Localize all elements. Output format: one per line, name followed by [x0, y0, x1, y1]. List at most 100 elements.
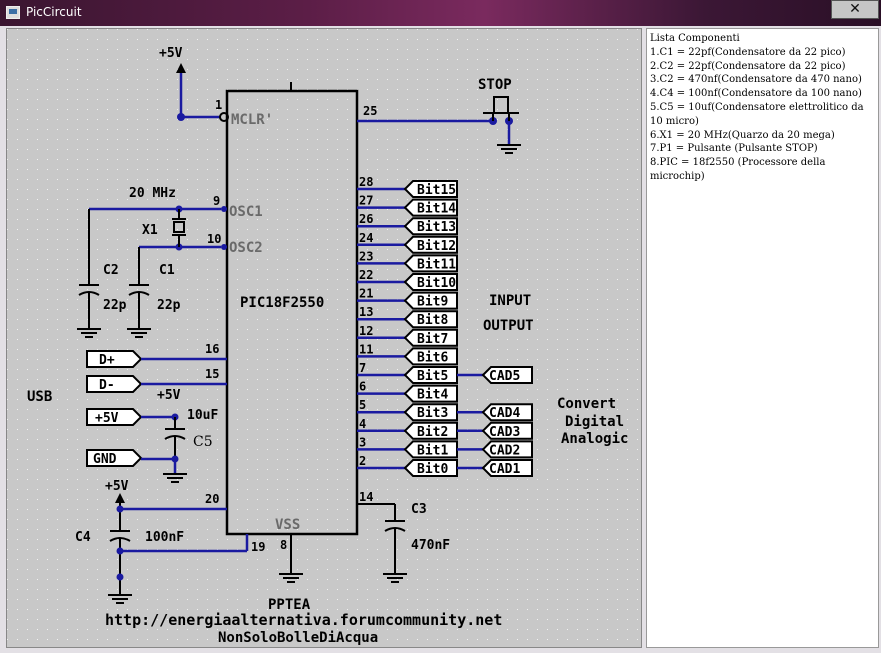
cap-name: C5 — [193, 434, 213, 450]
pin-number: 9 — [213, 194, 220, 208]
pin-number: 23 — [359, 249, 373, 263]
net-flag — [403, 235, 458, 254]
cad-label: CAD1 — [489, 462, 520, 477]
pin-number: 3 — [359, 435, 366, 449]
net-label: Bit3 — [417, 406, 448, 421]
cad-label: CAD4 — [489, 406, 520, 421]
pin-number: 25 — [363, 104, 377, 118]
net-label: Bit6 — [417, 350, 448, 365]
pin-label-mclr: MCLR' — [231, 112, 273, 128]
dac-label: Convert — [557, 396, 616, 412]
pin-number: 26 — [359, 212, 373, 226]
usb-pin: D+ — [99, 353, 115, 368]
net-label: Bit9 — [417, 295, 448, 310]
net-label: Bit4 — [417, 388, 448, 403]
pin-number: 21 — [359, 287, 373, 301]
pin-number: 10 — [207, 232, 221, 246]
cap-name: C4 — [75, 530, 91, 545]
net-flag — [403, 217, 458, 236]
pin-label-osc2: OSC2 — [229, 240, 263, 256]
cap-value: 10uF — [187, 408, 218, 423]
cad-flag — [481, 459, 533, 477]
pin-number: 2 — [359, 454, 366, 468]
net-flag — [403, 273, 458, 291]
cad-flag — [481, 403, 533, 422]
close-button[interactable]: ✕ — [831, 0, 879, 19]
footer-credit: NonSoloBolleDiAcqua — [218, 630, 378, 646]
net-label: Bit10 — [417, 276, 456, 291]
net-flag — [403, 347, 458, 366]
pin-number: 27 — [359, 194, 373, 208]
component-item: 4.C4 = 100nf(Condensatore da 100 nano) — [650, 88, 862, 100]
net-flag — [403, 328, 458, 347]
component-item: 1.C1 = 22pf(Condensatore da 22 pico) — [650, 46, 846, 58]
schematic-canvas[interactable]: PIC18F2550 +5V 1 MCLR' 25 STOP — [6, 28, 642, 648]
net-label: Bit11 — [417, 257, 456, 272]
cad-flag — [481, 440, 533, 459]
pin-number: 20 — [205, 492, 219, 506]
net-label: Bit2 — [417, 425, 448, 440]
components-list[interactable]: Lista Componenti 1.C1 = 22pf(Condensator… — [646, 28, 879, 648]
cap-value: 22p — [103, 298, 127, 313]
pin-number: 13 — [359, 305, 373, 319]
title-bar[interactable]: PicCircuit ✕ — [0, 0, 881, 26]
cap-value: 22p — [157, 298, 181, 313]
pin-label-osc1: OSC1 — [229, 204, 263, 220]
net-flag — [403, 291, 458, 310]
usb-pin: +5V — [95, 411, 119, 426]
pin-number: 14 — [359, 490, 373, 504]
cad-label: CAD2 — [489, 443, 520, 458]
pin-label-vss: VSS — [275, 517, 300, 533]
supply-label: +5V — [105, 479, 129, 494]
pin-number: 19 — [251, 540, 265, 554]
pin-number: 12 — [359, 324, 373, 338]
net-flag — [403, 198, 458, 217]
net-label: Bit8 — [417, 313, 448, 328]
cap-name: C3 — [411, 502, 427, 517]
net-label: Bit5 — [417, 369, 448, 384]
components-heading: Lista Componenti — [650, 33, 740, 44]
window-title: PicCircuit — [26, 5, 82, 19]
cad-flag — [481, 366, 533, 384]
usb-pin: D- — [99, 378, 115, 393]
right-pins: 28Bit1527Bit1426Bit1324Bit1223Bit1122Bit… — [357, 175, 483, 477]
pin-number: 22 — [359, 268, 373, 282]
pin-number: 7 — [359, 361, 366, 375]
footer-title: PPTEA — [268, 597, 311, 613]
app-icon — [6, 6, 20, 19]
pin-number: 11 — [359, 342, 373, 356]
cap-name: C1 — [159, 263, 175, 278]
pin-number: 28 — [359, 175, 373, 189]
net-label: Bit14 — [417, 202, 456, 217]
crystal-freq: 20 MHz — [129, 186, 176, 201]
dac-label: Digital — [565, 414, 624, 430]
supply-label: +5V — [157, 388, 181, 403]
component-item: 2.C2 = 22pf(Condensatore da 22 pico) — [650, 60, 846, 72]
cad-flag — [481, 421, 533, 440]
usb-label: USB — [27, 389, 52, 405]
schematic-drawing: PIC18F2550 +5V 1 MCLR' 25 STOP — [7, 29, 641, 647]
net-label: Bit1 — [417, 443, 448, 458]
net-flag — [403, 180, 458, 198]
pin-number: 16 — [205, 342, 219, 356]
net-flag — [403, 310, 458, 329]
net-label: Bit7 — [417, 332, 448, 347]
pin-number: 4 — [359, 417, 366, 431]
pin-number: 15 — [205, 367, 219, 381]
pic-name: PIC18F2550 — [240, 295, 324, 311]
component-item: 7.P1 = Pulsante (Pulsante STOP) — [650, 143, 818, 155]
pin-number: 24 — [359, 231, 373, 245]
component-item: 8.PIC = 18f2550 (Processore della microc… — [650, 157, 826, 182]
net-label: Bit12 — [417, 239, 456, 254]
net-flag — [403, 254, 458, 273]
component-item: 3.C2 = 470nf(Condensatore da 470 nano) — [650, 74, 862, 86]
dac-label: Analogic — [561, 431, 628, 447]
io-label: INPUT — [489, 293, 531, 309]
net-flag — [403, 384, 458, 403]
component-item: 6.X1 = 20 MHz(Quarzo da 20 mega) — [650, 129, 835, 141]
usb-pin: GND — [93, 452, 117, 467]
pin-number: 8 — [280, 538, 287, 552]
cap-name: C2 — [103, 263, 119, 278]
cad-label: CAD5 — [489, 369, 520, 384]
